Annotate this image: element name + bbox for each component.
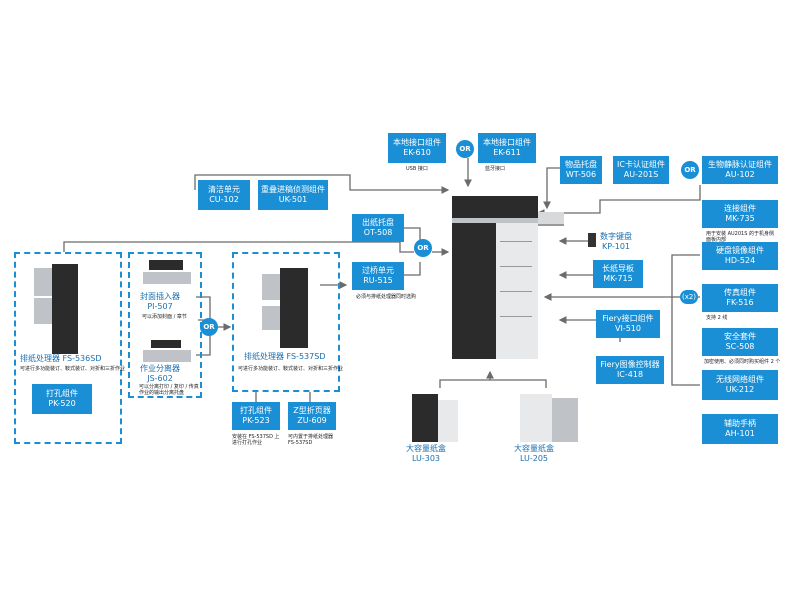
fs537-label: 排纸处理器 FS-537SD [244,352,326,361]
finisher-fs536-device [34,264,78,354]
or-badge-ek: OR [456,140,474,158]
x2-badge: (x2) [680,290,698,304]
lu205-device [520,394,578,442]
sc508-note: 加密使用、必须同时购买组件 2 个 [704,359,781,365]
ek611-note: 蓝牙接口 [485,166,506,172]
ru515-note: 必须与排纸处理器同时选购 [356,294,417,300]
pk523-note: 安装在 FS-537SD 上进行打孔作业 [232,434,280,446]
ek611-name: 本地接口组件 [483,138,531,147]
fs536-note: 可进行多功能装订、鞍式装订、对折和三折作业 [20,366,126,372]
js602-note: 可以分离打印 / 复印 / 传真作业的输出分离托盘 [139,384,199,396]
printer-device [452,196,538,361]
ek611-code: EK-611 [493,148,521,157]
or-badge-au: OR [681,161,699,179]
fs537-note: 可进行多功能装订、鞍式装订、对折和三折作业 [238,366,344,372]
fs536-label: 排纸处理器 FS-536SD [20,354,102,363]
lu303-device [412,394,458,442]
cover-inserter-device [143,256,191,284]
output-tray [538,212,564,226]
pi507-note: 可以添加封面 / 章节 [142,314,187,320]
mk735-note: 用于安装 AU201S 的于机身侧面板内部 [706,231,774,243]
or-badge-ot: OR [414,239,432,257]
zu609-note: 可内置于排纸处理器 FS-537SD [288,434,334,446]
finisher-fs536-group [14,252,122,444]
keypad-device [588,233,596,247]
ek610-note: USB 接口 [406,166,428,172]
ek610-name: 本地接口组件 [393,138,441,147]
ek610-code: EK-610 [403,148,431,157]
job-separator-device [143,338,191,362]
finisher-fs537-group [232,252,340,392]
or-badge-inserter: OR [200,318,218,336]
fk516-note: 支持 2 线 [706,315,728,321]
finisher-fs537-device [262,268,308,348]
